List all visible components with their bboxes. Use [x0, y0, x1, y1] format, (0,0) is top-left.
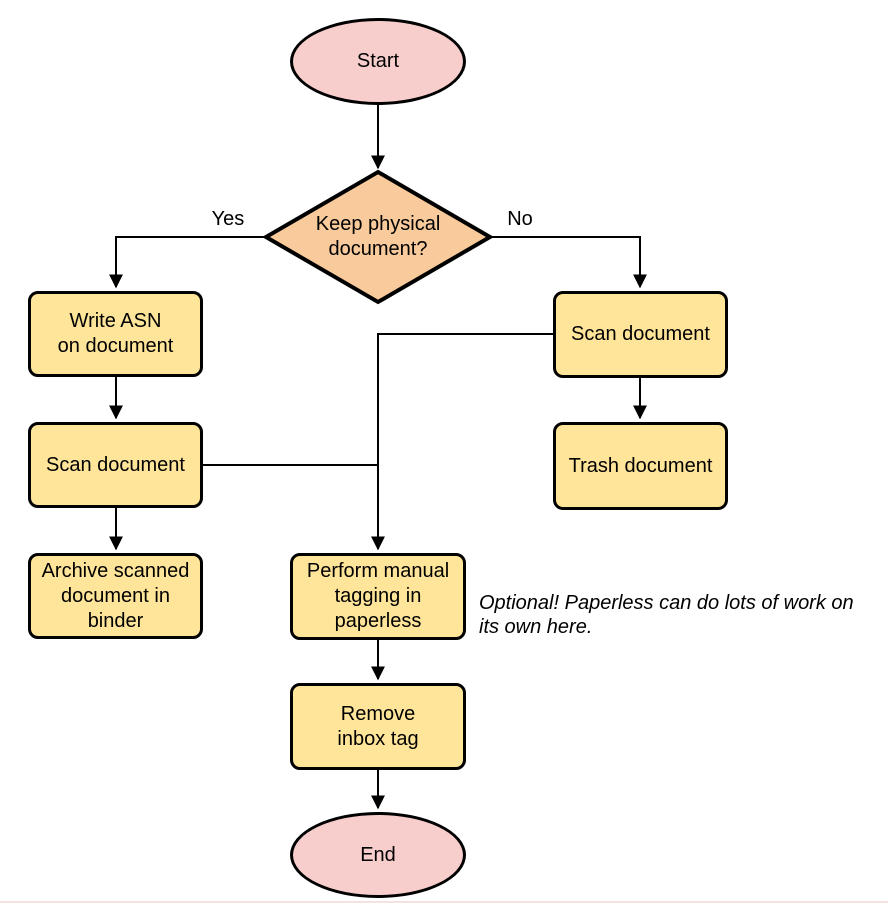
node-write-asn-on-document: Write ASN on document: [28, 291, 203, 377]
node-decision-label: Keep physical document?: [315, 213, 441, 260]
node-start: Start: [290, 18, 466, 105]
node-remove-inbox-tag: Remove inbox tag: [290, 683, 466, 770]
decision-diamond-shape: [262, 169, 494, 305]
node-perform-manual-tagging: Perform manual tagging in paperless: [290, 553, 466, 640]
edge-label-no: No: [507, 208, 533, 230]
edge-decision-yes-to-write-asn: [109, 236, 267, 289]
node-end: End: [290, 812, 466, 898]
annotation-optional-note: Optional! Paperless can do lots of work …: [479, 592, 854, 638]
node-scan-document-right: Scan document: [553, 291, 728, 378]
edge-label-yes: Yes: [211, 208, 245, 230]
bottom-border-line: [0, 901, 888, 903]
edge-decision-no-to-scan-right: [489, 236, 647, 289]
edge-scan-right-to-tagging: [371, 333, 553, 551]
node-scan-document-left: Scan document: [28, 422, 203, 508]
node-archive-scanned-document: Archive scanned document in binder: [28, 553, 203, 639]
node-trash-document: Trash document: [553, 422, 728, 510]
